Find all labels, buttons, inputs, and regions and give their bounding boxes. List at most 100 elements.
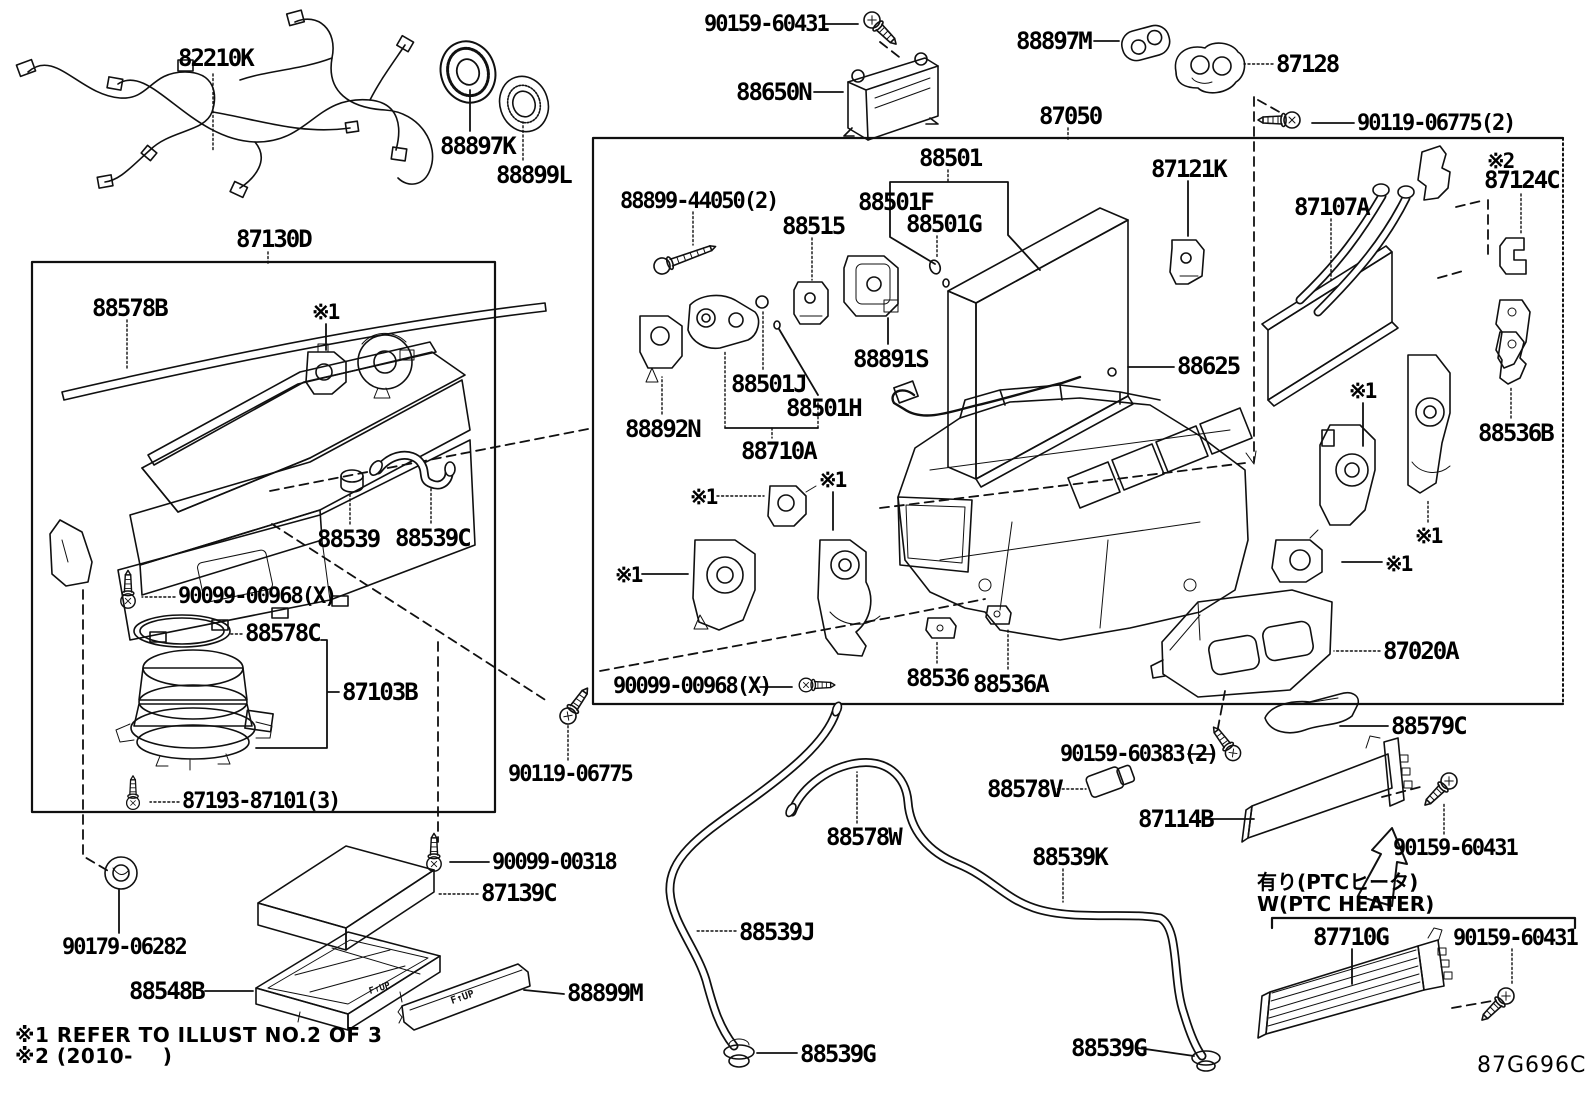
part-label: 90099-00968(X) [178,584,337,609]
part-label: 90159-60431 [704,12,830,37]
part-label: 87710G [1313,923,1390,951]
part-label: 88891S [853,345,930,373]
ptc-heater-87114B [1241,735,1413,843]
part-label: 88539K [1032,843,1109,871]
clips-87124C [1495,237,1531,369]
part-label: 87124C [1484,166,1561,194]
part-label: 88579C [1391,712,1468,740]
filter-cover-88899M [397,963,531,1031]
part-label: ※1 REFER TO ILLUST NO.2 OF 3 [15,1023,383,1047]
part-label: 87107A [1294,193,1371,221]
servo-motor-right-3 [1271,529,1323,583]
part-label: 87114B [1138,805,1215,833]
cowl-seal-88578B [61,302,547,401]
part-label: ※1 [690,485,718,509]
part-label: 88899M [567,979,644,1007]
screw-90159-60431-bottom [1475,983,1519,1027]
screw-90159-60431-mid [1418,768,1462,812]
servo-motor-right-2 [1407,354,1451,494]
part-label: 90159-60383(2) [1060,742,1219,767]
part-label: ※1 [819,468,847,492]
part-label: 87050 [1039,102,1103,130]
clip-88536 [925,617,957,639]
part-label: 90179-06282 [62,935,188,960]
bolt-88899-44050 [653,245,717,275]
bracket-88536B [1495,331,1527,385]
part-label: ※2 [1487,149,1515,173]
part-label: 88501H [786,394,863,422]
bracket-88710A [687,294,760,350]
part-label: ※1 [1385,552,1413,576]
servo-motor-88891S [843,255,899,317]
part-label: 88897M [1016,27,1093,55]
part-label: 88501F [858,188,935,216]
part-label: 90159-60431 [1393,836,1519,861]
part-label: 87193-87101(3) [182,789,341,814]
grommet-88897K [439,40,497,104]
part-label: 87130D [236,225,313,253]
servo-motor-right-1 [1319,424,1376,526]
part-label: 90119-06775 [508,762,634,787]
servo-motor-center-2 [767,485,817,527]
part-label: 88710A [741,437,818,465]
grommet-90179-06282 [104,856,138,890]
part-label: 87G696C [1477,1053,1587,1078]
bracket-heater-top [1417,145,1451,201]
part-label: 88501 [919,144,983,172]
screw-90099-00968-center [798,677,836,693]
part-label: 88539 [317,525,381,553]
screw-90119-06775-left [556,682,595,728]
amplifier-88650N [843,52,939,141]
part-label: ※1 [1415,524,1443,548]
part-label: ※1 [615,563,643,587]
grommet-88539G-right [1191,1050,1221,1072]
part-label: 88650N [736,78,813,106]
part-label: 88548B [129,977,206,1005]
part-label: 88515 [782,212,846,240]
screw-90119-06775 [1257,111,1301,129]
blower-motor-87103B [115,649,274,771]
ptc-heater-87710G [1257,927,1453,1039]
part-label: 87139C [481,879,558,907]
part-label: 88892N [625,415,702,443]
part-label: 88539C [395,524,472,552]
hose-88539C [369,450,456,490]
cabin-filter-87139C [257,845,435,951]
drain-hose-88539J [665,701,843,1051]
part-label: 88501J [731,370,808,398]
part-label: 88539G [1071,1034,1148,1062]
drain-hose-88539K [785,758,1207,1061]
thermistor-88625 [891,367,1117,417]
part-label: 87121K [1151,155,1228,183]
screw-87193-87101 [125,775,141,811]
part-label: 87020A [1383,637,1460,665]
part-label: 82210K [178,44,255,72]
leader-lines [118,23,1522,1057]
duct-88579C [1264,691,1360,734]
construction-lines [82,41,1493,1009]
evaporator-88501 [947,207,1134,488]
packing-ring-88578C [133,614,231,648]
main-assembly-box [591,136,1565,706]
part-label: 88539J [739,918,816,946]
part-label: 90099-00968(X) [613,674,772,699]
part-label: 88578C [245,619,322,647]
filter-cover-mark: F↑UP [449,989,475,1007]
grommet-88539G-left [723,1038,755,1068]
grommet-87128 [1174,42,1246,94]
clip-88536A [985,605,1012,625]
part-label: 88578B [92,294,169,322]
ptc-option-bracket [1270,916,1577,930]
part-label: 88899-44050(2) [620,189,779,214]
part-label: ※1 [312,300,340,324]
filter-frame-88548B [255,931,441,1031]
bracket-88515 [793,281,829,325]
part-label: 88536A [973,670,1050,698]
part-label: 87128 [1276,50,1340,78]
wire-harness [15,9,434,199]
hvac-case [897,384,1253,641]
part-label: 88539G [800,1040,877,1068]
connector-88578V [1085,764,1136,798]
servo-motor-left [305,343,347,395]
